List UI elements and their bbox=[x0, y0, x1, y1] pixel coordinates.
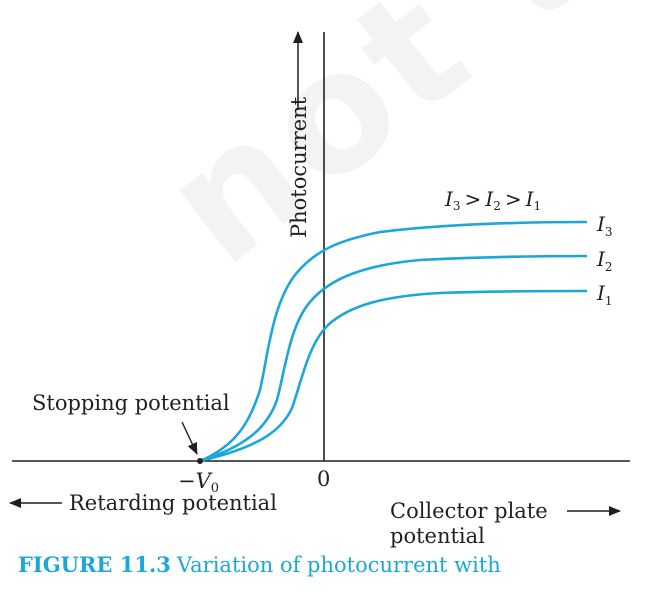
v0-v: V bbox=[196, 469, 213, 493]
curve-i2 bbox=[199, 254, 588, 463]
collector-plate-label: Collector plate bbox=[390, 499, 548, 523]
curve-label-i2-letter: I bbox=[596, 247, 606, 271]
v0-sub: 0 bbox=[211, 481, 219, 496]
v0-minus: − bbox=[178, 469, 196, 493]
curve-label-i3-letter: I bbox=[596, 212, 606, 236]
stopping-point bbox=[197, 458, 203, 464]
curve-label-i2: I2 bbox=[596, 247, 613, 274]
rel-i1: I bbox=[525, 187, 535, 211]
rel-i3: I bbox=[444, 187, 454, 211]
curve-label-i2-sub: 2 bbox=[605, 260, 613, 274]
figure-caption-text: Variation of photocurrent with bbox=[176, 553, 501, 577]
curve-label-i1-sub: 1 bbox=[605, 294, 613, 308]
curve-label-i1-letter: I bbox=[596, 281, 606, 305]
curve-label-i3: I3 bbox=[596, 212, 613, 239]
y-axis-label: Photocurrent bbox=[287, 96, 311, 238]
stopping-potential-label: Stopping potential bbox=[32, 391, 230, 415]
collector-potential-label: potential bbox=[390, 524, 485, 548]
rel-gt1: > bbox=[465, 187, 482, 211]
rel-i3-sub: 3 bbox=[453, 199, 461, 213]
retarding-potential-label: Retarding potential bbox=[69, 491, 277, 515]
origin-label: 0 bbox=[317, 467, 330, 491]
v0-label: −V0 bbox=[178, 469, 219, 496]
rel-i2-sub: 2 bbox=[493, 199, 501, 213]
rel-i2: I bbox=[484, 187, 494, 211]
stopping-pointer-arrow bbox=[181, 421, 198, 455]
rel-gt2: > bbox=[505, 187, 522, 211]
curve-i1 bbox=[199, 289, 588, 463]
rel-i1-sub: 1 bbox=[534, 199, 542, 213]
curve-i3 bbox=[199, 220, 588, 463]
curve-label-i1: I1 bbox=[596, 281, 613, 308]
figure-number: FIGURE 11.3 bbox=[18, 552, 171, 577]
curve-label-i3-sub: 3 bbox=[605, 225, 613, 239]
intensity-relation: I3>I2>I1 bbox=[444, 187, 541, 213]
